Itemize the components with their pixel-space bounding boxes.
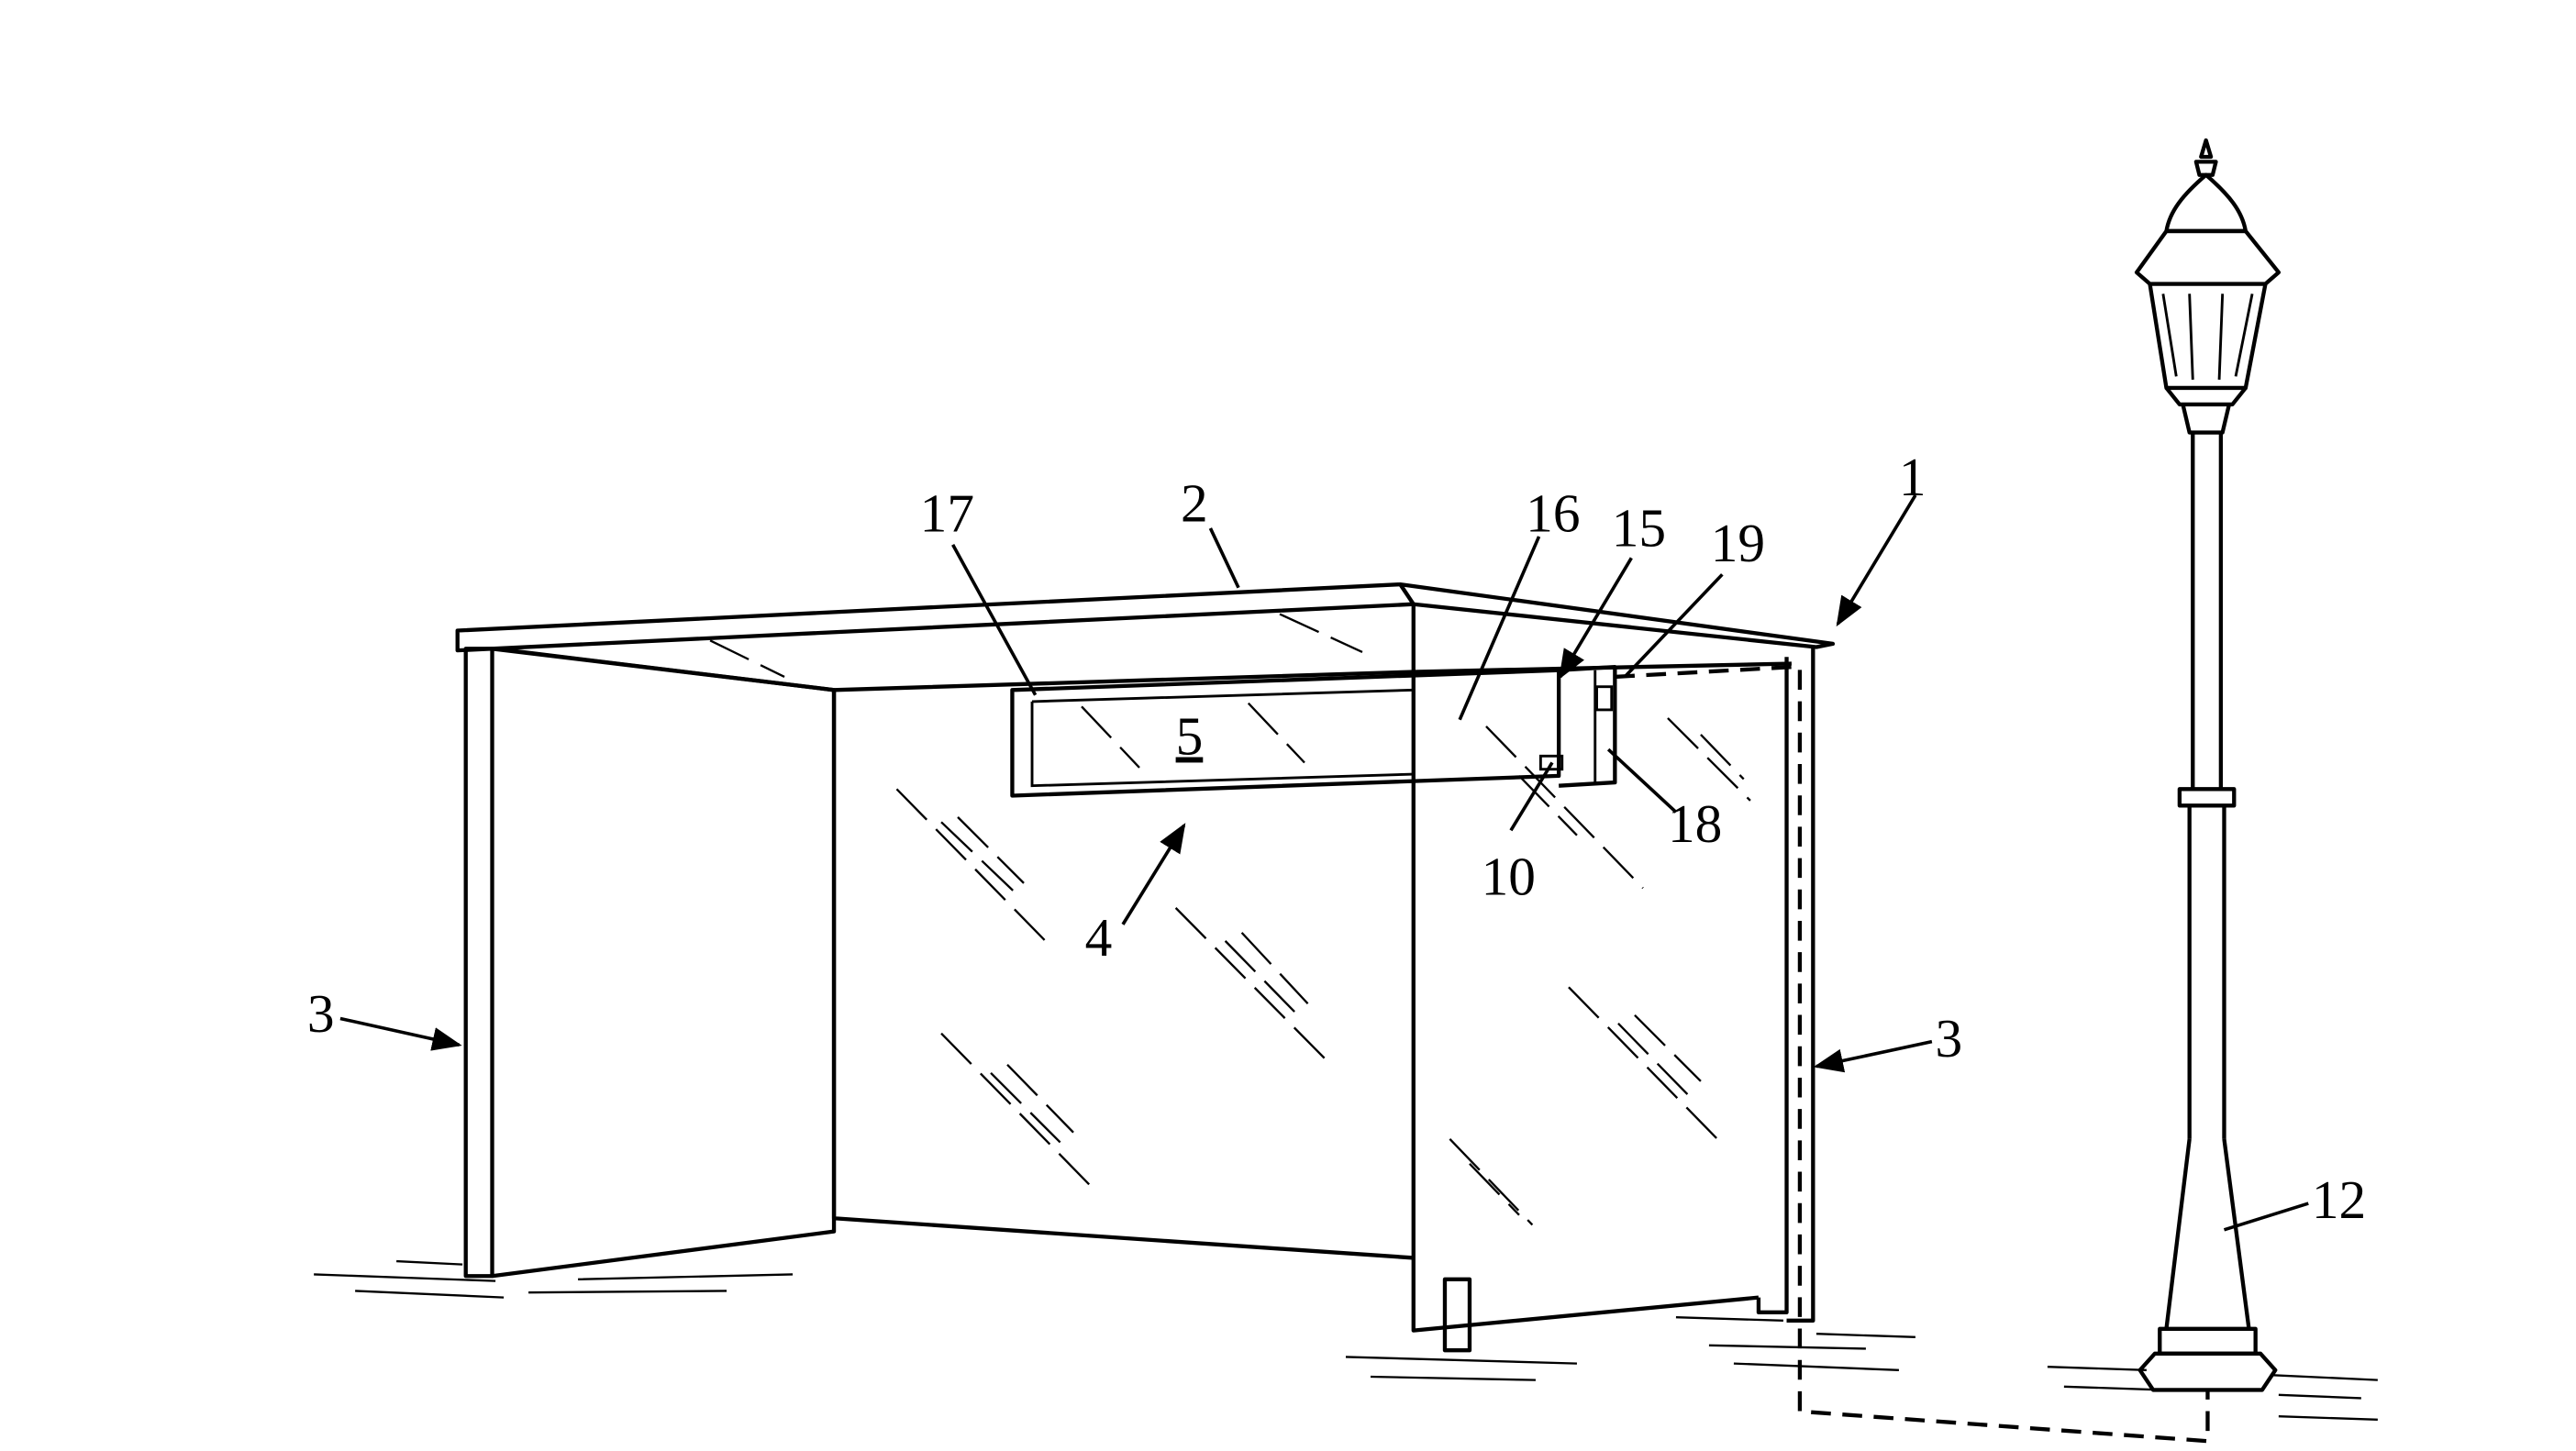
lamp-post xyxy=(2134,138,2282,1392)
back-wall xyxy=(831,690,1414,1260)
label-right-wall: 3 xyxy=(1936,1008,1963,1069)
label-lamp-post: 12 xyxy=(2312,1169,2366,1230)
glass-reflections xyxy=(709,613,1751,1226)
label-roof: 2 xyxy=(1181,473,1208,534)
right-side-wall xyxy=(1411,604,1815,1353)
power-cable xyxy=(1615,664,2210,1444)
label-junction: 15 xyxy=(1612,498,1666,559)
label-side-cover: 18 xyxy=(1668,793,1722,854)
label-display-screen: 5 xyxy=(1176,705,1204,766)
label-shelter: 1 xyxy=(1899,447,1926,507)
display-unit xyxy=(1010,664,1617,798)
vent-grille xyxy=(1595,685,1614,712)
label-frame: 17 xyxy=(920,483,974,544)
sensor-box xyxy=(1538,754,1564,771)
label-sensor: 10 xyxy=(1482,846,1536,906)
ground-lines xyxy=(314,1259,2378,1421)
left-side-wall xyxy=(463,647,837,1279)
label-left-wall: 3 xyxy=(307,983,335,1044)
label-display-unit: 4 xyxy=(1085,907,1113,968)
leader-lines xyxy=(339,494,2309,1232)
label-vent: 19 xyxy=(1711,513,1765,573)
label-housing: 16 xyxy=(1526,483,1580,544)
